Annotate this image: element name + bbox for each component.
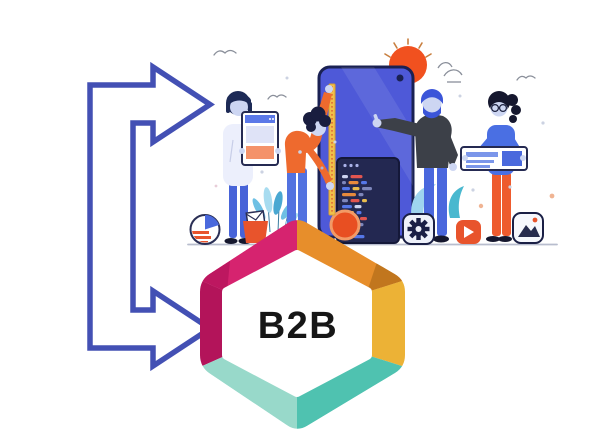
image-icon [512, 212, 544, 244]
speck-dot [508, 185, 512, 189]
red-bubble-icon [329, 209, 361, 241]
decorative-dots [214, 76, 555, 209]
code-line-segment [342, 175, 348, 179]
code-line-segment [342, 205, 352, 209]
code-line-segment [342, 181, 346, 185]
code-line-segment [350, 199, 360, 203]
code-line-segment [358, 193, 364, 197]
speck-dot [478, 203, 484, 209]
banner-card [460, 146, 528, 171]
double-flow-arrows [87, 61, 216, 372]
code-line-segment [360, 217, 367, 221]
b2b-label: B2B [258, 305, 339, 347]
code-line-segment [356, 211, 362, 215]
pie-chart-icon [189, 214, 221, 245]
shoe [498, 236, 512, 242]
torso [415, 114, 452, 168]
speck-dot [260, 170, 264, 174]
code-line-segment [350, 175, 363, 179]
window-dots-icon [343, 163, 359, 168]
b2b-hexagon-badge: B2B [200, 220, 405, 429]
code-line-segment [362, 187, 372, 191]
gear-icon [402, 213, 435, 245]
hex-face-right [367, 280, 405, 367]
code-line-segment [354, 205, 362, 209]
phone-camera-dot [396, 74, 404, 82]
hex-face-left [200, 280, 227, 367]
tablet-mockup [241, 111, 279, 166]
code-line-segment [342, 193, 356, 197]
wind-curls-icon [437, 61, 463, 83]
shoe [486, 236, 500, 242]
sun-rays [384, 38, 432, 58]
bird-icon [516, 75, 536, 81]
hex-center [222, 250, 372, 397]
code-line-segment [353, 235, 365, 239]
speck-dot [541, 121, 545, 125]
bird-icon [267, 94, 287, 100]
speck-dot [549, 193, 555, 199]
man-presenting [372, 89, 458, 243]
shoe [433, 235, 449, 243]
hex-face-bottom-left [200, 355, 297, 429]
code-lines [342, 175, 372, 239]
leaf-swoosh [411, 184, 436, 222]
code-line-segment [361, 181, 367, 185]
glasses-icon [491, 103, 508, 112]
leaf-swoosh [448, 186, 464, 218]
code-line-segment [348, 181, 359, 185]
play-button-icon [456, 220, 481, 244]
hex-facet-upper-left [200, 261, 230, 292]
speck-dot [285, 76, 289, 80]
bird-icon [213, 49, 237, 56]
speck-dot [320, 166, 324, 170]
ponytail [506, 94, 521, 123]
mail-bucket-icon [243, 209, 268, 243]
speck-dot [458, 94, 462, 98]
code-line-segment [342, 187, 350, 191]
woman-with-banner [460, 91, 528, 242]
code-line-segment [362, 199, 367, 203]
code-line-segment [342, 199, 348, 203]
speck-dot [333, 140, 337, 144]
shoe [224, 238, 238, 244]
code-line-segment [352, 187, 360, 191]
speck-dot [214, 184, 218, 188]
hex-face-bottom-right [297, 355, 405, 429]
speck-dot [471, 188, 475, 192]
woman-with-tablet [223, 91, 281, 244]
man-measuring-phone [284, 83, 336, 228]
speck-dot [298, 150, 302, 154]
curly-hair [303, 106, 331, 132]
hex-facet-upper-right [367, 262, 405, 292]
face [422, 94, 442, 114]
birds [213, 49, 536, 100]
beard [423, 106, 441, 119]
hair [421, 89, 443, 104]
